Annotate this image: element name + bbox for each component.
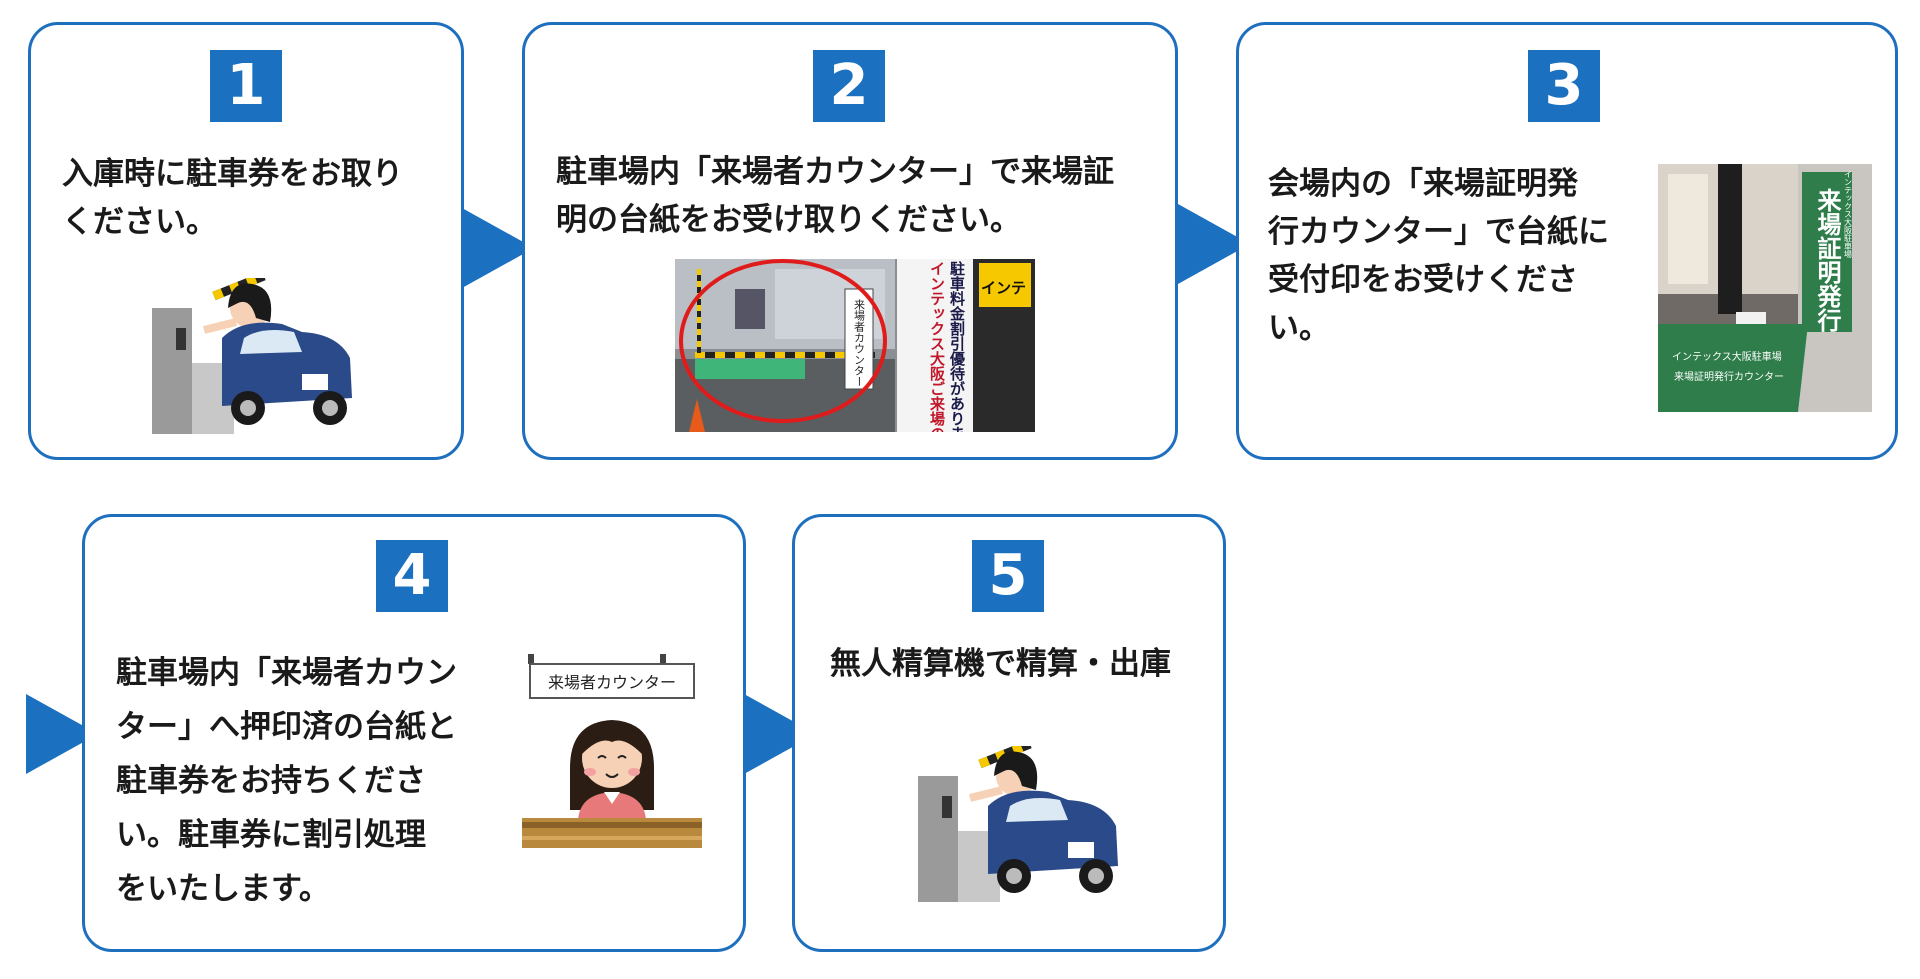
certificate-counter-photo: 来場証明発行 インテックス大阪駐車場 インテックス大阪駐車場 来場証明発行カウン… (1658, 164, 1872, 412)
photo3-banner-top-text: インテックス大阪駐車場 (1844, 170, 1853, 259)
photo3-counter-text-2: 来場証明発行カウンター (1674, 370, 1784, 383)
photo3-counter-text-1: インテックス大阪駐車場 (1672, 350, 1782, 363)
step-number-4: 4 (376, 540, 448, 612)
counter-sign-text: 来場者カウンター (548, 673, 676, 692)
photo2-info-sign-text-1: インテックス大阪ご来場の方は (928, 261, 946, 432)
step-number-3: 3 (1528, 50, 1600, 122)
photo2-info-sign-text-2: 駐車料金割引優待があります (948, 260, 966, 432)
step-text-3: 会場内の「来場証明発 行カウンター」で台紙に 受付印をお受けくださ い。 (1268, 166, 1609, 346)
step-number-1: 1 (210, 50, 282, 122)
photo2-yellow-sign-text: インテ (981, 279, 1026, 297)
photo3-banner-text: 来場証明発行 (1813, 187, 1842, 333)
photo2-counter-sign-text: 来場者カウンター (853, 299, 866, 387)
step-text-2: 駐車場内「来場者カウンター」で来場証 明の台紙をお受け取りください。 (556, 154, 1114, 238)
car-ticket-illustration (152, 278, 352, 434)
step-number-2: 2 (813, 50, 885, 122)
counter-staff-illustration: 来場者カウンター (520, 650, 704, 850)
step-text-1: 入庫時に駐車券をお取り ください。 (62, 156, 403, 240)
step-text-5: 無人精算機で精算・出庫 (830, 646, 1171, 682)
exit-payment-illustration (918, 746, 1118, 902)
parking-counter-photo: インテ 来場者カウンター インテックス大阪ご来場の方は 駐車料金割引優待がありま… (675, 259, 1035, 432)
step-text-4: 駐車場内「来場者カウン ター」へ押印済の台紙と 駐車券をお持ちくださ い。駐車券… (116, 655, 457, 907)
step-number-5: 5 (972, 540, 1044, 612)
